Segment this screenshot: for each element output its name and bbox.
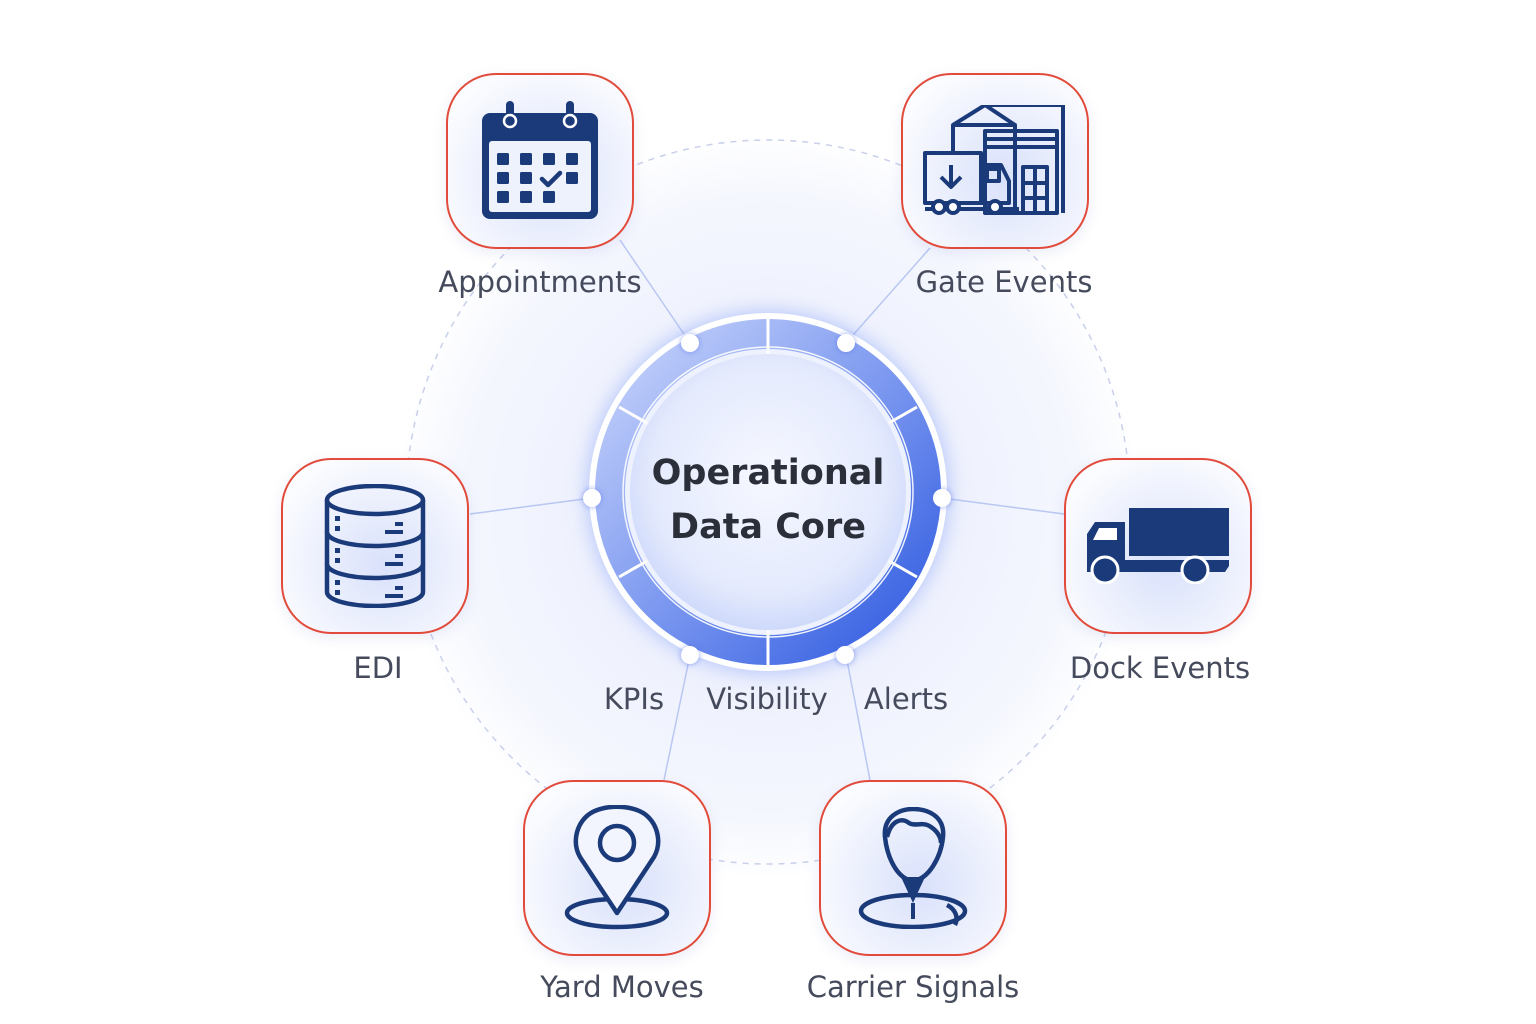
driver-location-icon — [858, 807, 968, 929]
warehouse-truck-icon — [923, 105, 1065, 215]
connector-dot-dock-events — [933, 489, 951, 507]
node-label-yard-moves: Yard Moves — [540, 970, 704, 1004]
node-yard-moves[interactable] — [523, 780, 711, 956]
node-label-edi: EDI — [353, 651, 403, 685]
node-gate-events[interactable] — [901, 73, 1089, 249]
truck-icon — [1087, 508, 1229, 584]
ring-label-visibility: Visibility — [706, 682, 828, 716]
database-icon — [324, 484, 426, 608]
node-label-dock-events: Dock Events — [1069, 651, 1251, 685]
core-title-line1: Operational — [651, 453, 885, 493]
ring-label-alerts: Alerts — [863, 682, 949, 716]
ring-label-kpis: KPIs — [603, 682, 665, 716]
node-dock-events[interactable] — [1064, 458, 1252, 634]
connector-dot-carrier-signals — [836, 646, 854, 664]
connector-dot-yard-moves — [681, 646, 699, 664]
node-edi[interactable] — [281, 458, 469, 634]
node-label-gate-events: Gate Events — [915, 265, 1093, 299]
node-carrier-signals[interactable] — [819, 780, 1007, 956]
core-title-line2: Data Core — [670, 507, 866, 547]
connector-dot-appointments — [681, 334, 699, 352]
calendar-icon — [482, 101, 598, 219]
core-title: Operational Data Core — [652, 446, 885, 554]
node-label-appointments: Appointments — [438, 265, 642, 299]
connector-dot-gate-events — [837, 334, 855, 352]
connector-dot-edi — [583, 489, 601, 507]
location-pin-icon — [564, 805, 670, 930]
node-label-carrier-signals: Carrier Signals — [806, 970, 1020, 1004]
node-appointments[interactable] — [446, 73, 634, 249]
